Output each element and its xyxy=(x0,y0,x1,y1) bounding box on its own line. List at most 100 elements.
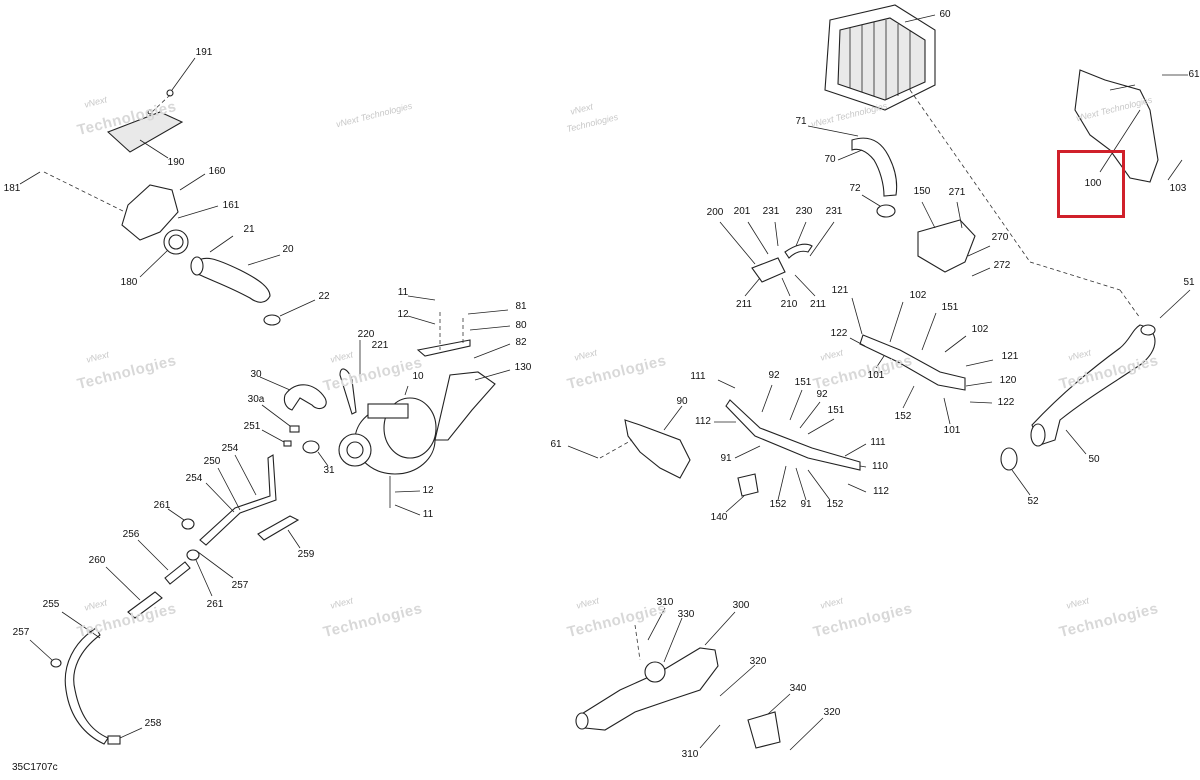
callout-101[interactable]: 101 xyxy=(943,425,961,436)
callout-210[interactable]: 210 xyxy=(780,299,798,310)
callout-51[interactable]: 51 xyxy=(1183,277,1195,288)
callout-12[interactable]: 12 xyxy=(397,309,409,320)
callout-151[interactable]: 151 xyxy=(941,302,959,313)
callout-30a[interactable]: 30a xyxy=(247,394,265,405)
callout-257[interactable]: 257 xyxy=(231,580,249,591)
callout-220[interactable]: 220 xyxy=(357,329,375,340)
callout-160[interactable]: 160 xyxy=(208,166,226,177)
callout-72[interactable]: 72 xyxy=(849,183,861,194)
callout-90[interactable]: 90 xyxy=(676,396,688,407)
callout-81[interactable]: 81 xyxy=(515,301,527,312)
callout-12[interactable]: 12 xyxy=(422,485,434,496)
callout-121[interactable]: 121 xyxy=(831,285,849,296)
callout-230[interactable]: 230 xyxy=(795,206,813,217)
callout-112[interactable]: 112 xyxy=(695,416,711,427)
callout-181[interactable]: 181 xyxy=(3,183,21,194)
callout-122[interactable]: 122 xyxy=(830,328,848,339)
callout-111[interactable]: 111 xyxy=(870,437,886,448)
callout-201[interactable]: 201 xyxy=(733,206,751,217)
callout-82[interactable]: 82 xyxy=(515,337,527,348)
callout-256[interactable]: 256 xyxy=(122,529,140,540)
callout-271[interactable]: 271 xyxy=(948,187,966,198)
callout-152[interactable]: 152 xyxy=(826,499,844,510)
callout-112[interactable]: 112 xyxy=(873,486,889,497)
callout-100[interactable]: 100 xyxy=(1084,178,1102,189)
callout-310[interactable]: 310 xyxy=(656,597,674,608)
callout-60[interactable]: 60 xyxy=(939,9,951,20)
callout-91[interactable]: 91 xyxy=(800,499,812,510)
callout-320[interactable]: 320 xyxy=(823,707,841,718)
callout-120[interactable]: 120 xyxy=(999,375,1017,386)
callout-102[interactable]: 102 xyxy=(909,290,927,301)
callout-254[interactable]: 254 xyxy=(185,473,203,484)
callout-191[interactable]: 191 xyxy=(195,47,213,58)
callout-161[interactable]: 161 xyxy=(222,200,240,211)
callout-320[interactable]: 320 xyxy=(749,656,767,667)
callout-122[interactable]: 122 xyxy=(997,397,1015,408)
callout-61[interactable]: 61 xyxy=(550,439,562,450)
callout-260[interactable]: 260 xyxy=(88,555,106,566)
callout-150[interactable]: 150 xyxy=(913,186,931,197)
callout-101[interactable]: 101 xyxy=(867,370,885,381)
callout-231[interactable]: 231 xyxy=(762,206,780,217)
callout-200[interactable]: 200 xyxy=(706,207,724,218)
callout-270[interactable]: 270 xyxy=(991,232,1009,243)
callout-140[interactable]: 140 xyxy=(710,512,728,523)
callout-11[interactable]: 11 xyxy=(422,509,434,520)
callout-259[interactable]: 259 xyxy=(297,549,315,560)
callout-261[interactable]: 261 xyxy=(206,599,224,610)
callout-151[interactable]: 151 xyxy=(827,405,845,416)
callout-250[interactable]: 250 xyxy=(203,456,221,467)
callout-300[interactable]: 300 xyxy=(732,600,750,611)
callout-50[interactable]: 50 xyxy=(1088,454,1100,465)
callout-92[interactable]: 92 xyxy=(816,389,828,400)
callout-70[interactable]: 70 xyxy=(824,154,836,165)
callout-255[interactable]: 255 xyxy=(42,599,60,610)
callout-152[interactable]: 152 xyxy=(894,411,912,422)
callout-221[interactable]: 221 xyxy=(371,340,389,351)
callout-211[interactable]: 211 xyxy=(810,299,826,310)
callout-272[interactable]: 272 xyxy=(993,260,1011,271)
callout-10[interactable]: 10 xyxy=(412,371,424,382)
callout-21[interactable]: 21 xyxy=(243,224,255,235)
callout-261[interactable]: 261 xyxy=(153,500,171,511)
callout-310[interactable]: 310 xyxy=(681,749,699,760)
intercooler-60 xyxy=(824,4,936,111)
callout-180[interactable]: 180 xyxy=(120,277,138,288)
fitting-260 xyxy=(127,591,163,619)
callout-61[interactable]: 61 xyxy=(1188,69,1200,80)
callout-30[interactable]: 30 xyxy=(250,369,262,380)
callout-190[interactable]: 190 xyxy=(167,157,185,168)
callout-92[interactable]: 92 xyxy=(768,370,780,381)
callout-80[interactable]: 80 xyxy=(515,320,527,331)
callout-254[interactable]: 254 xyxy=(221,443,239,454)
callout-130[interactable]: 130 xyxy=(514,362,532,373)
callout-121[interactable]: 121 xyxy=(1001,351,1019,362)
callout-251[interactable]: 251 xyxy=(243,421,261,432)
callout-103[interactable]: 103 xyxy=(1169,183,1187,194)
callout-71[interactable]: 71 xyxy=(795,116,807,127)
callout-20[interactable]: 20 xyxy=(282,244,294,255)
callout-257[interactable]: 257 xyxy=(12,627,30,638)
callout-110[interactable]: 110 xyxy=(872,461,888,472)
clamp-261 xyxy=(181,518,195,530)
callout-22[interactable]: 22 xyxy=(318,291,330,302)
callout-91[interactable]: 91 xyxy=(720,453,732,464)
callout-330[interactable]: 330 xyxy=(677,609,695,620)
oil-line-255 xyxy=(64,627,109,745)
callout-31[interactable]: 31 xyxy=(323,465,335,476)
callout-258[interactable]: 258 xyxy=(144,718,162,729)
callout-102[interactable]: 102 xyxy=(971,324,989,335)
callout-211[interactable]: 211 xyxy=(736,299,752,310)
callout-152[interactable]: 152 xyxy=(769,499,787,510)
heat-shield-150 xyxy=(917,219,976,273)
callout-111[interactable]: 111 xyxy=(690,371,706,382)
callout-340[interactable]: 340 xyxy=(789,683,807,694)
callout-151[interactable]: 151 xyxy=(794,377,812,388)
callout-52[interactable]: 52 xyxy=(1027,496,1039,507)
bracket-80 xyxy=(416,339,471,357)
bracket-90 xyxy=(624,419,691,479)
callout-231[interactable]: 231 xyxy=(825,206,843,217)
callout-11[interactable]: 11 xyxy=(397,287,409,298)
